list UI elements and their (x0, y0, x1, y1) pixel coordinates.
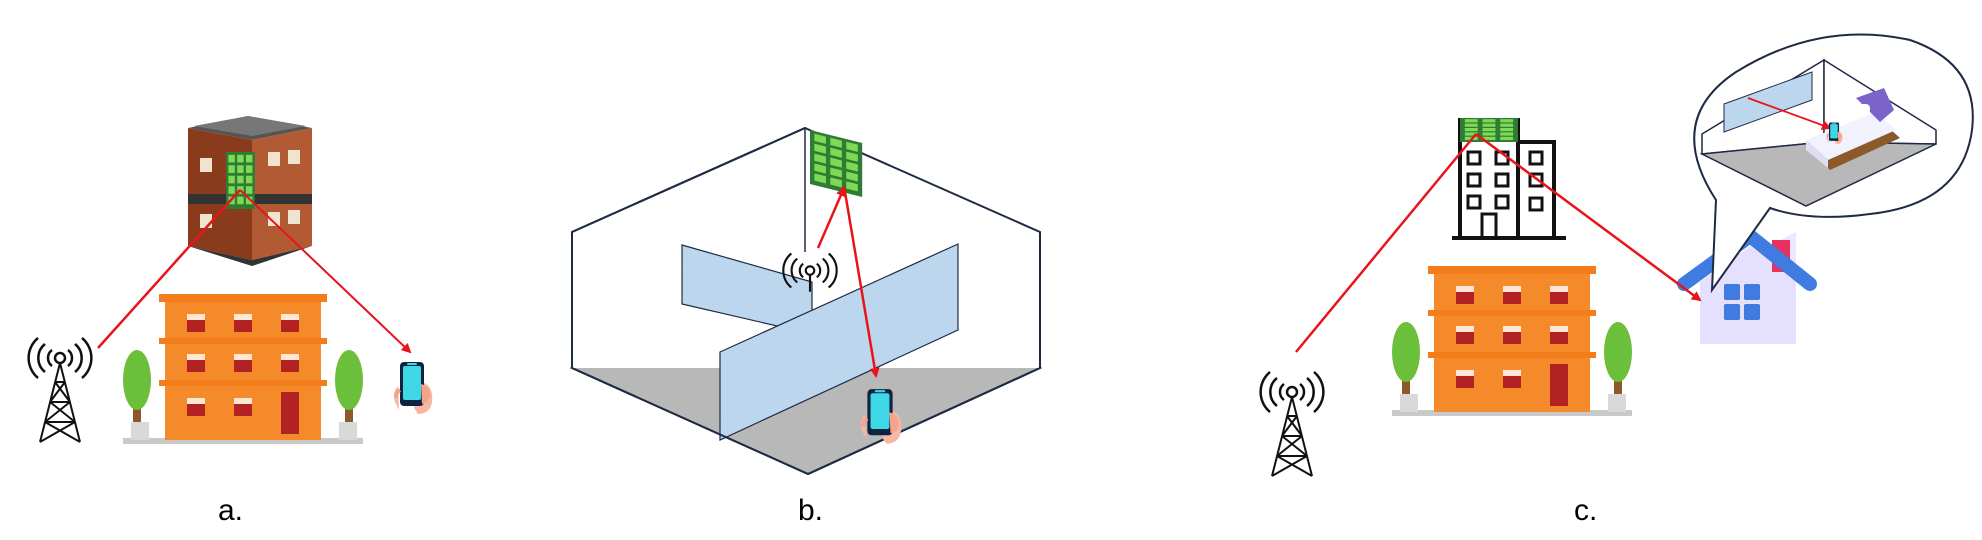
smartphone-in-hand-icon (392, 360, 435, 416)
apartment-building-icon (123, 294, 363, 444)
reflected-signal-path (1475, 132, 1702, 302)
access-point-icon (782, 252, 838, 292)
ris-panel-icon (1460, 118, 1518, 142)
caption-c: c. (1574, 494, 1597, 527)
bed-icon (1806, 88, 1900, 170)
caption-a: a. (218, 494, 243, 527)
reflected-signal-path (842, 185, 880, 378)
incident-signal-path (97, 189, 241, 349)
bedroom-callout (1693, 33, 1974, 294)
house-icon (1677, 229, 1817, 344)
panel-a: a. (27, 116, 435, 527)
caption-b: b. (798, 494, 823, 527)
apartment-building-icon (1392, 266, 1632, 416)
cell-tower-icon (27, 336, 93, 444)
incident-signal-path (1295, 133, 1477, 353)
panel-b: b. (569, 126, 1043, 527)
indoor-room (569, 126, 1043, 476)
cell-tower-icon (1259, 370, 1325, 478)
reflected-signal-path (239, 189, 412, 354)
incident-signal-path (816, 186, 846, 249)
panel-c: c. (1259, 33, 1974, 527)
